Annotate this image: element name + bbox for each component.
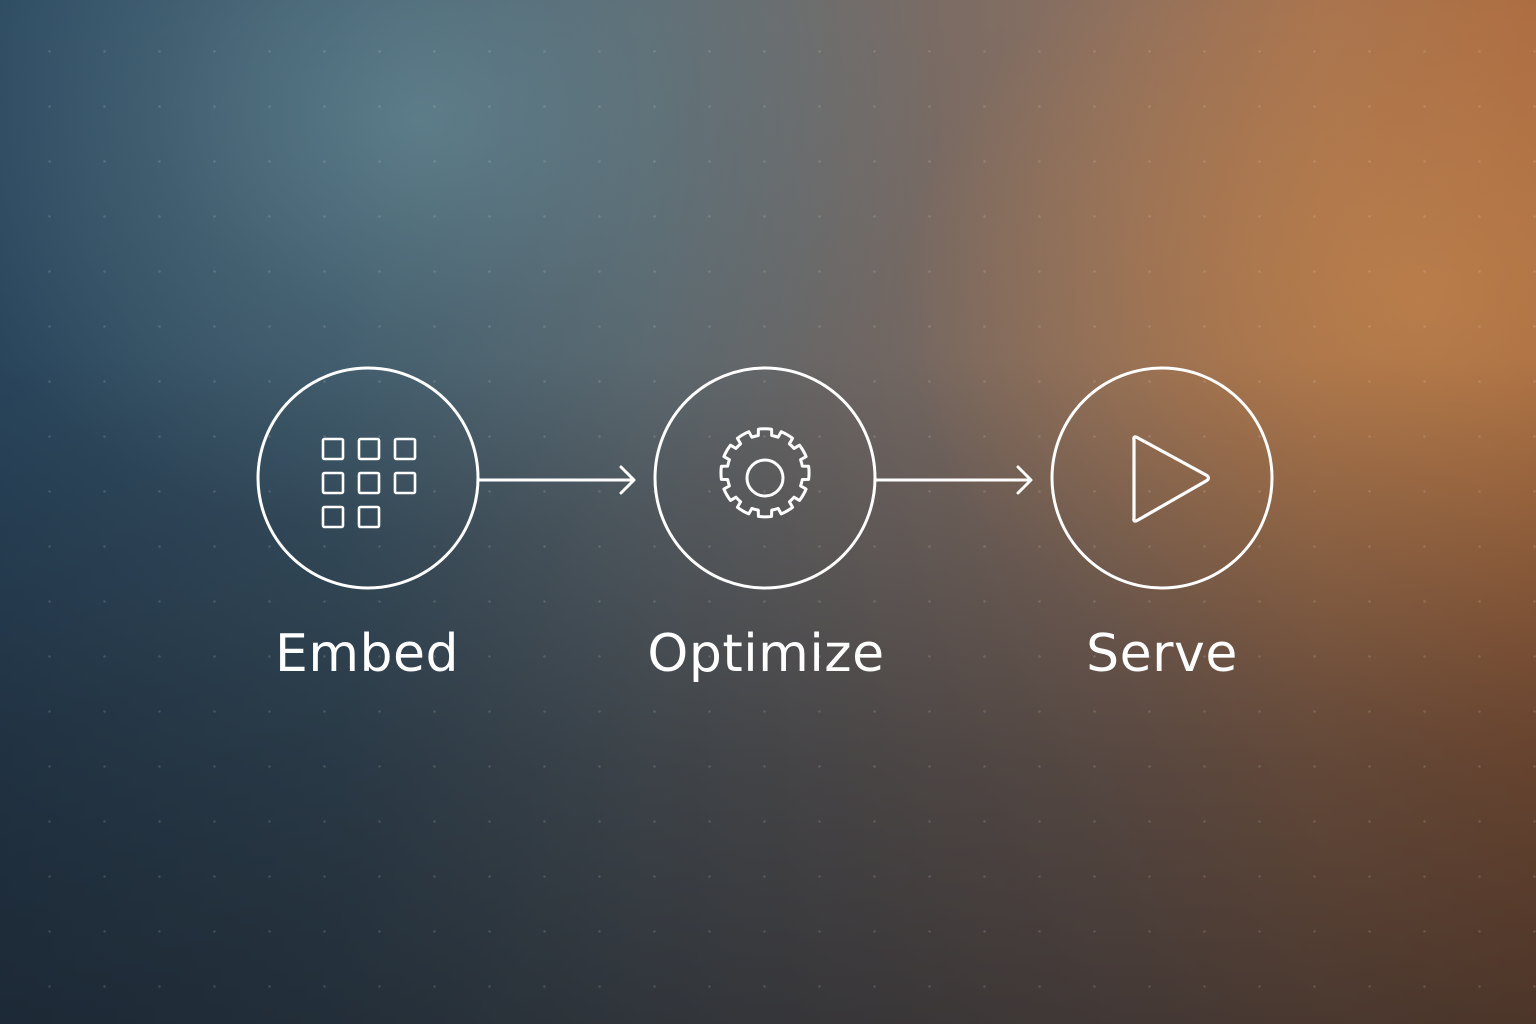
- grid-icon: [321, 437, 417, 529]
- step-embed-circle: [256, 366, 480, 590]
- step-serve-circle: [1050, 366, 1274, 590]
- connector-arrow-1: [476, 465, 636, 495]
- connector-arrow-2: [874, 465, 1033, 495]
- step-embed: [256, 366, 480, 590]
- step-label-optimize: Optimize: [647, 624, 885, 684]
- step-label-embed: Embed: [274, 624, 460, 684]
- gear-icon: [719, 427, 811, 519]
- step-serve: [1050, 366, 1274, 590]
- play-icon: [1132, 435, 1211, 523]
- step-optimize: [653, 366, 877, 590]
- step-label-serve: Serve: [1086, 624, 1238, 684]
- step-optimize-circle: [653, 366, 877, 590]
